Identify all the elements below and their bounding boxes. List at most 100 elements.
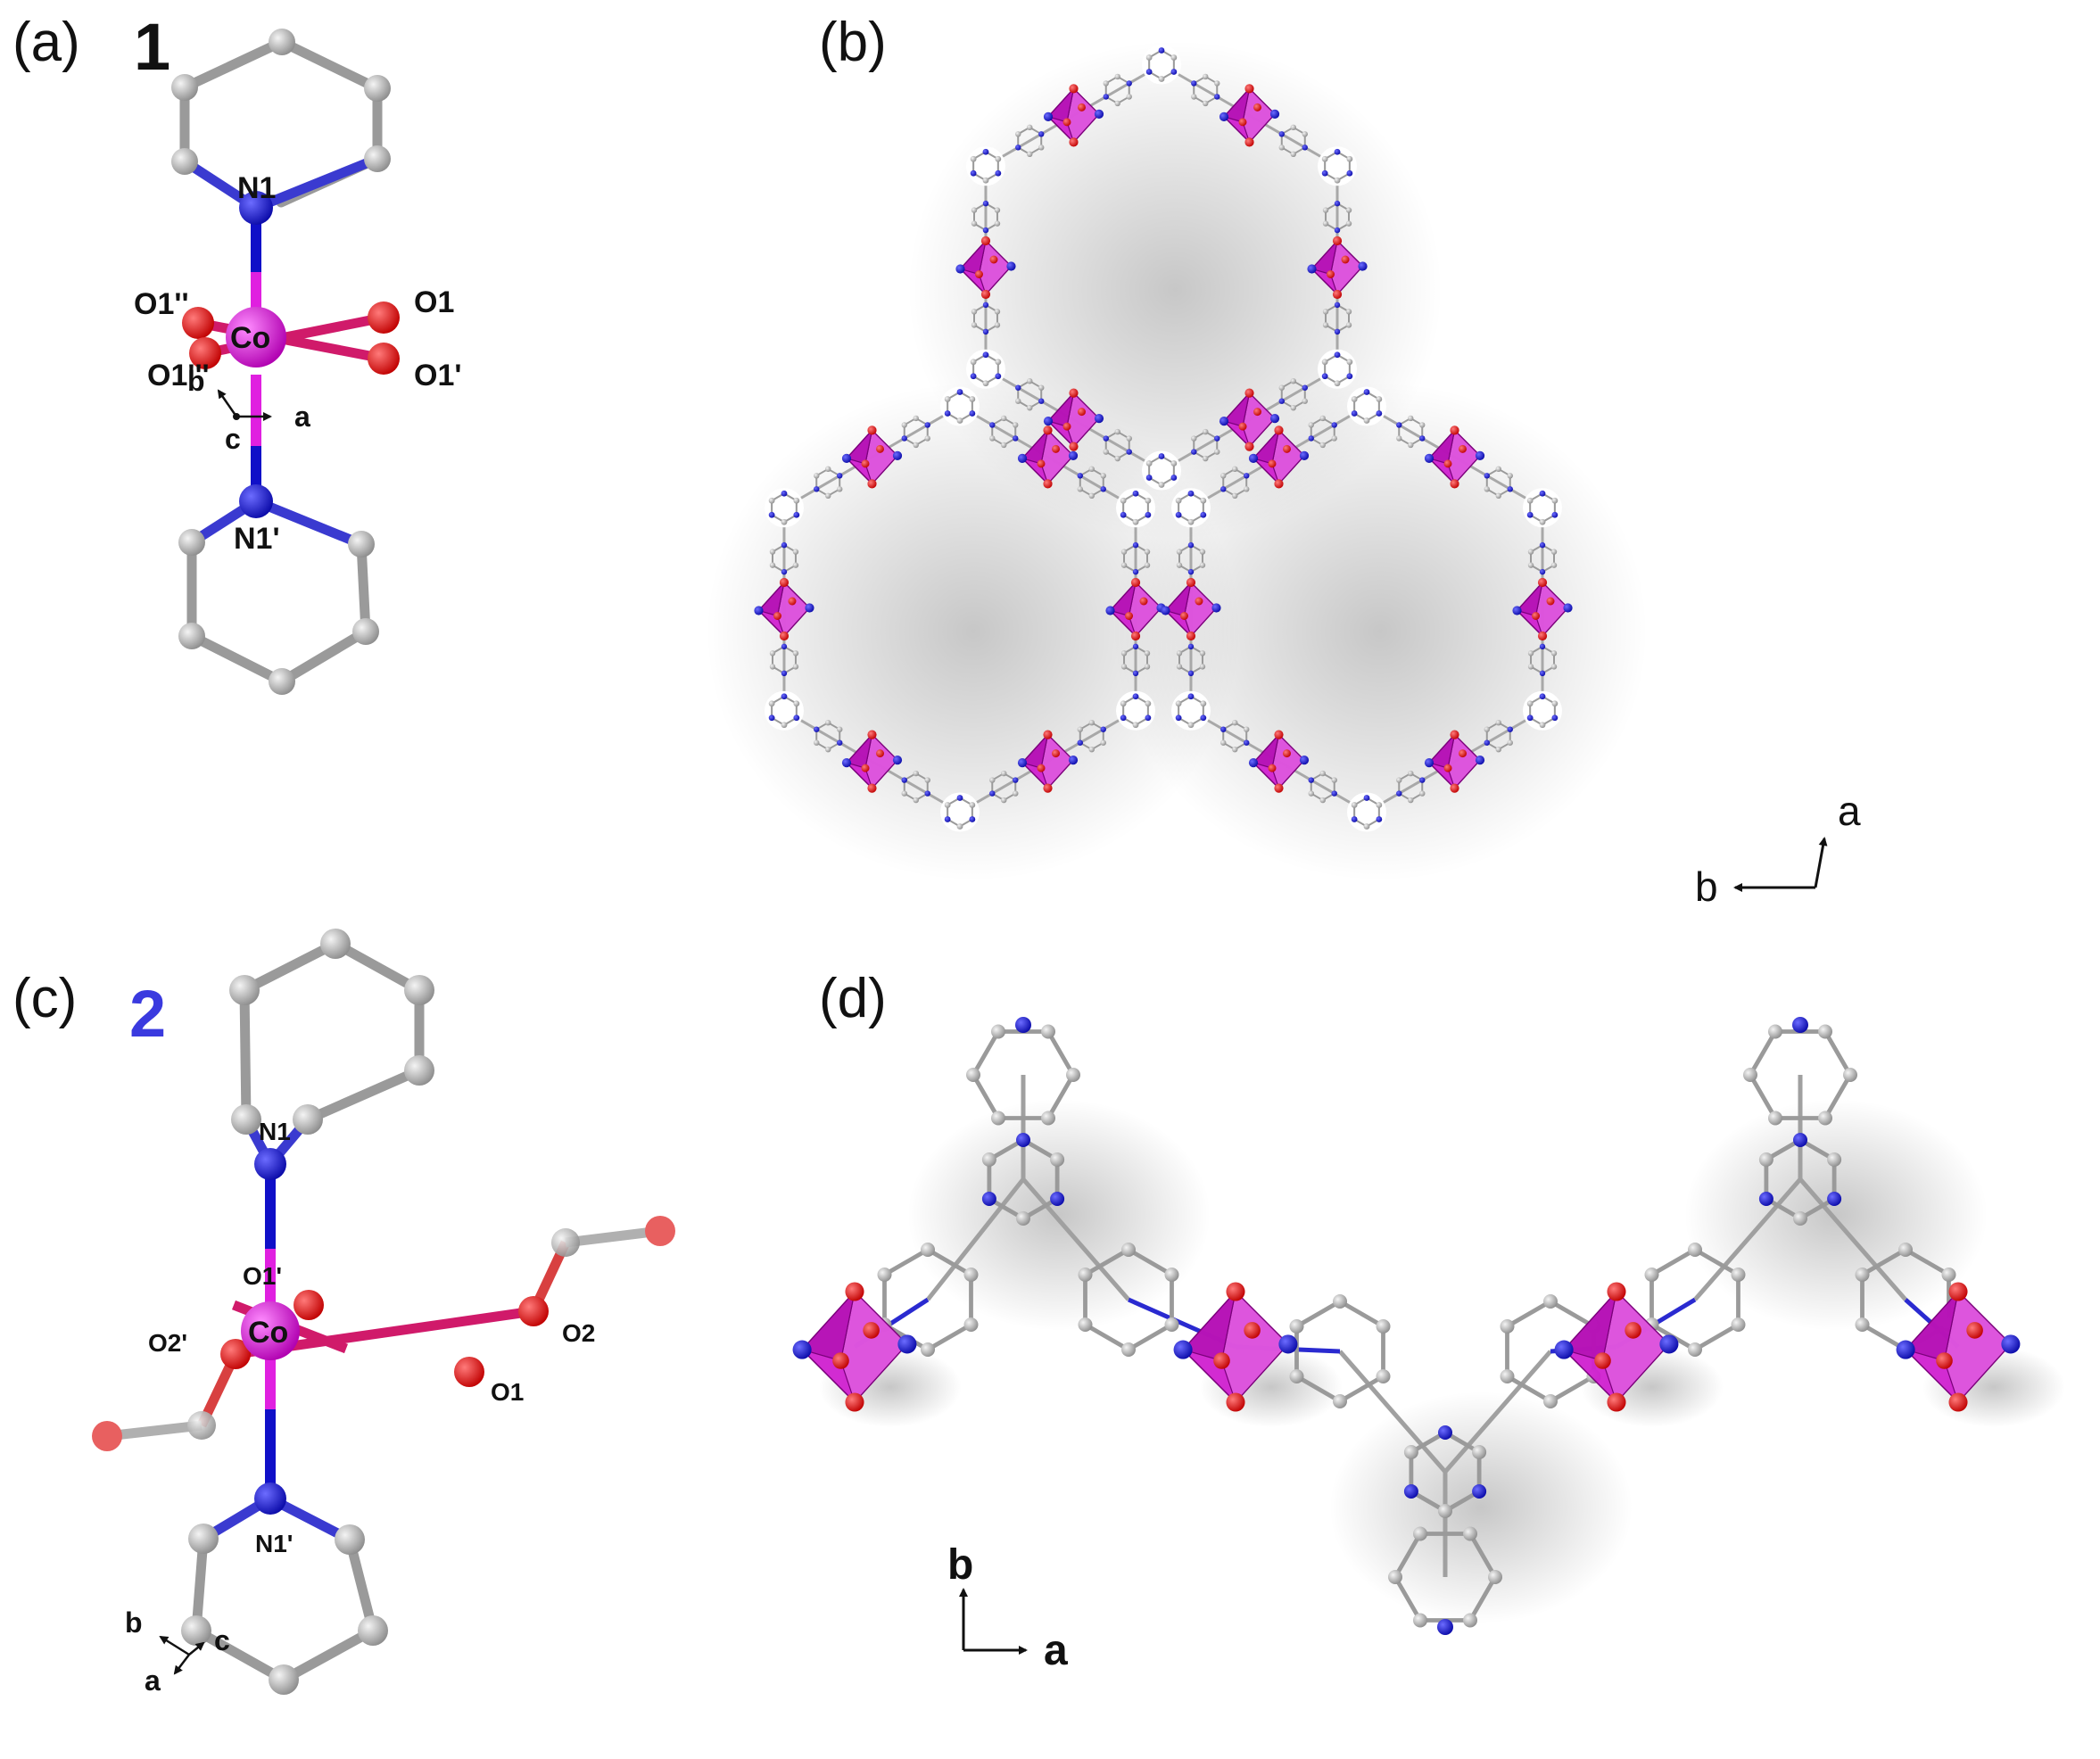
oxygen-atom xyxy=(1625,1322,1641,1339)
carbon-atom xyxy=(1278,384,1285,391)
carbon-atom xyxy=(1413,1613,1427,1628)
carbon-atom xyxy=(1308,422,1314,428)
oxygen-atom xyxy=(1179,612,1188,620)
nitrogen-atom xyxy=(1484,473,1490,479)
oxygen-atom xyxy=(1052,444,1061,453)
carbon-atom xyxy=(1495,466,1501,473)
carbon-atom xyxy=(1500,1319,1515,1334)
carbon-atom xyxy=(1688,1243,1702,1257)
ring-bond xyxy=(1295,1374,1342,1404)
nitrogen-atom xyxy=(1351,816,1358,822)
oxygen-atom xyxy=(1043,425,1053,435)
carbon-atom xyxy=(1114,455,1120,462)
carbon-atom xyxy=(1290,377,1296,384)
nitrogen-atom xyxy=(1438,1425,1452,1440)
nitrogen-atom xyxy=(1896,1340,1915,1359)
octahedron-face xyxy=(1427,732,1456,769)
carbon-atom xyxy=(1290,404,1296,411)
n1p-atom-c xyxy=(254,1482,286,1515)
nitrogen-atom xyxy=(1100,486,1106,492)
cobalt-octahedron xyxy=(1424,730,1485,793)
nitrogen-atom xyxy=(1334,227,1341,234)
carbon-atom xyxy=(1527,650,1534,657)
triazine-backdrop xyxy=(1170,690,1211,731)
carbon-atom xyxy=(1941,1268,1956,1282)
network-edge xyxy=(1161,367,1338,472)
carbon-atom xyxy=(1187,722,1195,729)
carbon-atom xyxy=(1244,726,1250,732)
octahedron-face xyxy=(1021,732,1049,769)
carbon-atom xyxy=(1731,1268,1746,1282)
carbon-atom xyxy=(1232,746,1238,753)
carbon-atom xyxy=(994,309,1001,315)
triazine-backdrop xyxy=(1318,146,1358,186)
ring-bond xyxy=(926,1322,972,1352)
nitrogen-atom xyxy=(1551,511,1558,518)
nitrogen-atom xyxy=(805,603,814,613)
cobalt-octahedron xyxy=(1248,425,1310,489)
carbon-atom xyxy=(1376,396,1383,402)
cobalt-octahedron xyxy=(1219,388,1280,451)
carbon-atom xyxy=(769,650,776,657)
carbon-atom xyxy=(1818,1111,1832,1126)
co-atom-c xyxy=(241,1301,300,1360)
ring-bond xyxy=(971,1073,1001,1119)
carbon-atom xyxy=(1232,466,1238,473)
nitrogen-atom xyxy=(1539,643,1546,650)
ring-bond xyxy=(1823,1030,1853,1077)
nitrogen-atom xyxy=(989,790,996,797)
nitrogen-atom xyxy=(1214,94,1220,100)
oxygen-atom xyxy=(1341,255,1350,264)
axis-b-label-b: b xyxy=(1695,863,1718,910)
n1p-label-c: N1' xyxy=(255,1530,293,1557)
nitrogen-atom xyxy=(1278,131,1285,137)
octahedron-face xyxy=(1046,391,1075,427)
carbon-atom xyxy=(994,322,1001,328)
oxygen-atom xyxy=(1130,631,1141,641)
carbon-atom xyxy=(1403,1445,1418,1459)
nitrogen-atom xyxy=(995,169,1002,177)
carbon-atom xyxy=(1334,380,1341,387)
nitrogen-atom xyxy=(955,264,965,274)
carbon-atom xyxy=(825,719,831,726)
carbon-atom xyxy=(1120,562,1128,568)
nitrogen-atom xyxy=(1017,758,1028,768)
oxygen-atom xyxy=(1043,479,1053,489)
n1-atom-c xyxy=(254,1148,286,1180)
carbon-atom xyxy=(1016,1211,1030,1226)
carbon-atom xyxy=(814,473,820,479)
carbon-atom xyxy=(1345,322,1352,328)
oxygen-atom xyxy=(867,479,877,489)
hexagon-shadow xyxy=(1112,382,1648,881)
carbon-atom xyxy=(981,1152,996,1167)
pyridine-ring xyxy=(1527,541,1558,575)
oxygen-atom xyxy=(1450,783,1459,793)
carbon-atom xyxy=(1396,777,1402,783)
oxygen-atom xyxy=(1037,764,1046,772)
nitrogen-atom xyxy=(1219,417,1229,426)
pyridine-ring xyxy=(1484,719,1513,753)
carbon-atom xyxy=(1176,664,1183,670)
ring-bond xyxy=(1338,1299,1385,1329)
ring-bond xyxy=(971,1030,1001,1077)
oxygen-atom xyxy=(1238,422,1247,431)
carbon-atom xyxy=(1321,359,1328,366)
ring-bond xyxy=(1506,1299,1552,1329)
carbon-atom xyxy=(1302,131,1308,137)
carbon-atom xyxy=(1170,460,1178,467)
nitrogen-atom xyxy=(1363,795,1370,801)
carbon-atom xyxy=(792,549,799,555)
nitrogen-atom xyxy=(1187,693,1195,700)
octahedron-face xyxy=(1222,87,1251,123)
nitrogen-atom xyxy=(1437,1619,1453,1635)
nitrogen-atom xyxy=(1269,109,1280,119)
octahedron-face xyxy=(1310,238,1339,276)
pyridine-ring xyxy=(1120,643,1151,677)
oxygen-atom xyxy=(1459,749,1468,758)
octahedron-face xyxy=(757,580,785,617)
nitrogen-atom xyxy=(1321,373,1328,380)
nitrogen-atom xyxy=(1419,777,1426,783)
oxygen-atom xyxy=(1077,408,1086,417)
carbon-atom xyxy=(970,359,977,366)
triazine-ring xyxy=(1321,148,1353,184)
